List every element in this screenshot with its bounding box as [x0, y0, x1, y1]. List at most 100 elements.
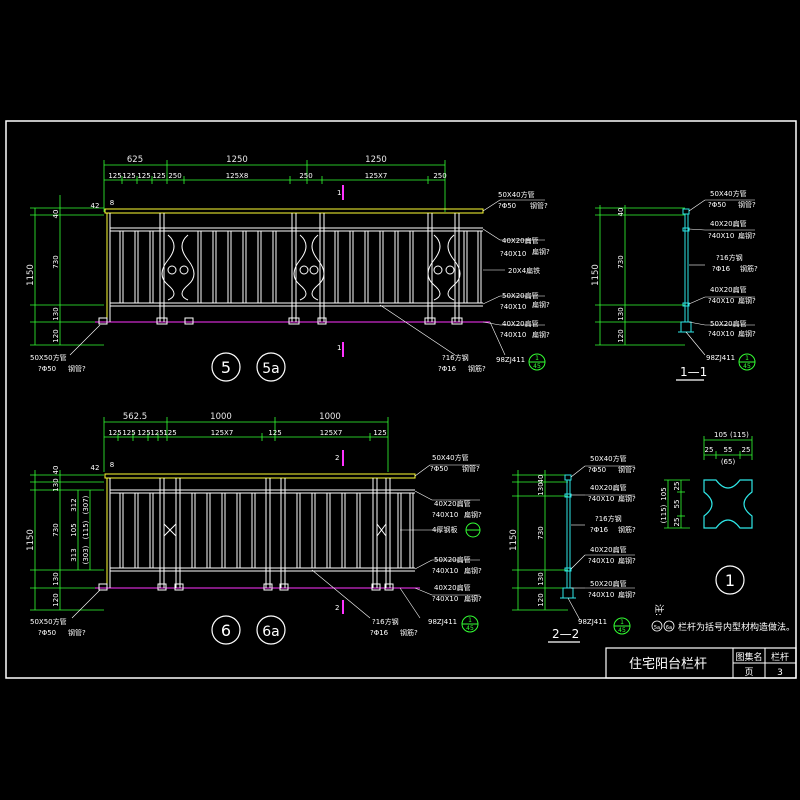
- label-post-note: 钢管?: [68, 628, 86, 637]
- dim-1250-a: 1250: [226, 155, 248, 165]
- label-square-bar: ?16方钢: [372, 617, 399, 626]
- s1-label-top-rail-note: 扁钢?: [738, 231, 756, 240]
- d1-dim-side-55: 55: [673, 500, 681, 509]
- s1-label-bar-alt: ?Φ16: [712, 265, 731, 273]
- detail-1-label: 1: [725, 571, 735, 590]
- note-heading: 注:: [653, 604, 665, 616]
- label-top-rail-alt: ?40X10: [500, 250, 526, 258]
- dim-1150: 1150: [26, 264, 36, 286]
- railing-5: [95, 208, 490, 325]
- dim-125: 125: [137, 429, 150, 437]
- s2-label-bar-alt: ?Φ16: [590, 526, 609, 534]
- dim-42: 42: [91, 202, 100, 210]
- s2-label-bottom-rail-note: 扁钢?: [618, 556, 636, 565]
- s2-dim-40: 40: [537, 475, 545, 484]
- label-bottom-rail-note: 扁钢?: [464, 566, 482, 575]
- label-handrail-note: 钢管?: [530, 201, 548, 210]
- circle-labels-6: 6 6a: [211, 615, 286, 645]
- dim-125x7: 125X7: [320, 429, 343, 437]
- s1-label-handrail-alt: ?Φ50: [708, 201, 726, 209]
- dim-313: 313: [70, 548, 78, 561]
- s2-label-top-rail: 40X20扁管: [590, 483, 627, 492]
- dim-120: 120: [52, 593, 60, 606]
- d1-dim-65: (65): [721, 458, 736, 466]
- label-top-rail-alt: ?40X10: [432, 511, 458, 519]
- dim-125x8: 125X8: [226, 172, 249, 180]
- s1-dim-1150: 1150: [591, 264, 601, 286]
- dim-130: 130: [52, 478, 60, 491]
- ref-bubble-page: 45: [533, 363, 541, 370]
- ref-bubble-page: 45: [466, 625, 474, 632]
- ref-bubble-top: 1 45: [528, 353, 546, 371]
- s1-label-base-note: 扁钢?: [738, 329, 756, 338]
- circle-label-6: 6: [221, 621, 231, 640]
- label-handrail-alt: ?Φ50: [430, 465, 448, 473]
- dim-1000-a: 1000: [210, 412, 232, 422]
- circle-label-6a: 6a: [262, 624, 280, 640]
- s2-label-base-note: 扁钢?: [618, 590, 636, 599]
- s1-label-bottom-rail-alt: ?40X10: [708, 297, 734, 305]
- s1-label-handrail: 50X40方管: [710, 189, 747, 198]
- d1-dim-25: 25: [742, 446, 751, 454]
- s1-ref-bubble: 1 45: [738, 353, 756, 371]
- s2-label-handrail: 50X40方管: [590, 454, 627, 463]
- label-base-rail-alt: ?40X10: [432, 595, 458, 603]
- dim-105: 105: [70, 523, 78, 536]
- s2-label-bottom-rail-alt: ?40X10: [588, 557, 614, 565]
- d1-dim-55: 55: [724, 446, 733, 454]
- s1-label-handrail-note: 钢管?: [738, 200, 756, 209]
- label-base-rail-note: 扁钢?: [532, 330, 550, 339]
- dim-125: 125: [150, 429, 163, 437]
- s2-label-top-rail-alt: ?40X10: [588, 495, 614, 503]
- d1-dim-25: 25: [705, 446, 714, 454]
- s1-label-bar: ?16方钢: [716, 253, 743, 262]
- s1-dim-130: 130: [617, 307, 625, 320]
- circle-label-5a: 5a: [262, 361, 280, 377]
- dim-120: 120: [52, 329, 60, 342]
- s1-label-top-rail: 40X20扁管: [710, 219, 747, 228]
- label-square-bar-alt: ?Φ16: [438, 365, 457, 373]
- elevation-5: 625 1250 1250 125 125 125 125 250 125X8 …: [26, 155, 550, 382]
- dim-130: 130: [52, 307, 60, 320]
- s1-label-bottom-rail-note: 扁钢?: [738, 296, 756, 305]
- s1-dim-40: 40: [617, 208, 625, 217]
- ref-bubble-num: 1: [468, 617, 472, 624]
- label-base-rail: 40X20扁管: [502, 319, 539, 328]
- page-number: 3: [777, 668, 783, 678]
- dim-125: 125: [108, 429, 121, 437]
- s2-ref-num: 1: [620, 619, 624, 626]
- circle-labels-5: 5 5a: [211, 352, 286, 382]
- s2-label-base: 50X20扁管: [590, 579, 627, 588]
- atlas-label: 图集名: [735, 651, 762, 663]
- label-post-alt: ?Φ50: [38, 365, 56, 373]
- s1-label-base-alt: ?40X10: [708, 330, 734, 338]
- section-1-1: 40 730 130 120 1150 50X40方管 ?Φ50 钢管? 40X…: [591, 189, 758, 381]
- s1-ref-num: 1: [745, 355, 749, 362]
- x-profile-shape: [703, 479, 753, 529]
- label-post: 50X50方管: [30, 617, 67, 626]
- label-handrail: 50X40方管: [432, 453, 469, 462]
- label-square-bar-note: 钢筋?: [400, 628, 418, 637]
- ref-98zj411: 98ZJ411: [428, 618, 457, 626]
- s2-dim-1150: 1150: [509, 529, 519, 551]
- note-text: 栏杆为括号内型材构造做法。: [678, 621, 795, 633]
- label-post-alt: ?Φ50: [38, 629, 56, 637]
- dim-125x7: 125X7: [365, 172, 388, 180]
- drawing-frame: [5, 120, 797, 679]
- s1-ref: 98ZJ411: [706, 354, 735, 362]
- s2-ref-page: 45: [618, 627, 626, 634]
- dim-42: 42: [91, 464, 100, 472]
- d1-dim-side-115: (115): [660, 504, 668, 523]
- s2-label-bottom-rail: 40X20扁管: [590, 545, 627, 554]
- dim-1000-b: 1000: [319, 412, 341, 422]
- s1-label-top-rail-alt: ?40X10: [708, 232, 734, 240]
- label-post-note: 钢管?: [68, 364, 86, 373]
- s2-dim-730: 730: [537, 526, 545, 539]
- dim-250: 250: [433, 172, 446, 180]
- dim-125: 125: [137, 172, 150, 180]
- atlas-name: 栏杆: [771, 651, 789, 663]
- elevation-6: 562.5 1000 1000 125 125 125 125 125 125X…: [26, 412, 482, 645]
- dim-562-5: 562.5: [123, 412, 147, 422]
- dim-1250-b: 1250: [365, 155, 387, 165]
